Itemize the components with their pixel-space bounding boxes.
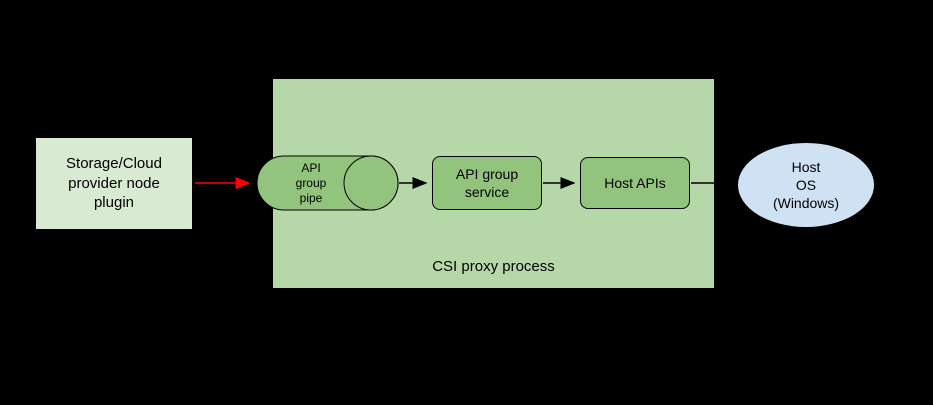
csi-proxy-label: CSI proxy process [432, 258, 555, 275]
pipe-label: API group pipe [295, 160, 327, 205]
host-os-node: Host OS (Windows) [737, 142, 875, 228]
service-node: API group service [432, 156, 542, 210]
host-os-label: Host OS (Windows) [772, 158, 840, 212]
plugin-node-label: Storage/Cloud provider node plugin [66, 154, 162, 212]
plugin-node: Storage/Cloud provider node plugin [35, 137, 193, 230]
host-apis-node: Host APIs [580, 157, 690, 209]
service-node-label: API group service [455, 165, 519, 200]
host-apis-label: Host APIs [604, 175, 666, 191]
